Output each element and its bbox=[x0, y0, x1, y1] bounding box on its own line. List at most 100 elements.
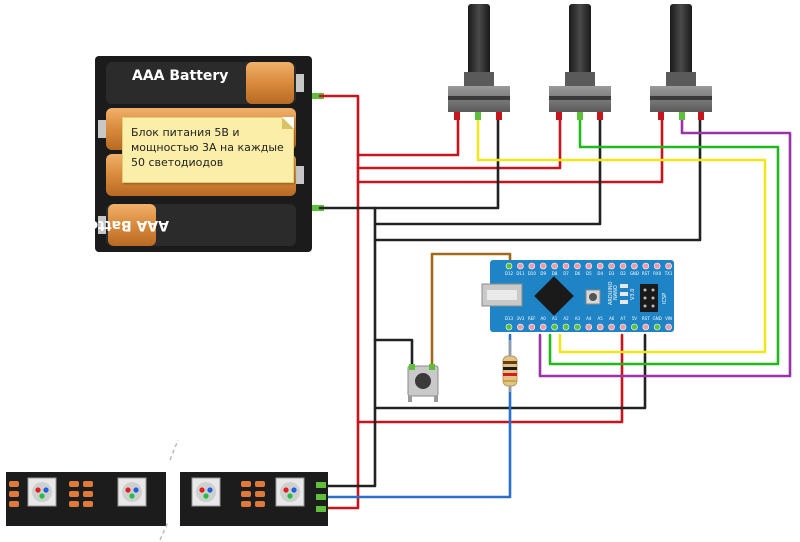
pin-d11[interactable] bbox=[517, 262, 524, 270]
pin-label: D7 bbox=[563, 271, 569, 276]
wires bbox=[318, 94, 792, 510]
pin-d9[interactable] bbox=[539, 262, 547, 270]
pin-a3[interactable] bbox=[574, 323, 581, 331]
pin-d8[interactable] bbox=[551, 262, 558, 270]
pin-gnd[interactable] bbox=[653, 323, 661, 331]
solder-pad bbox=[9, 481, 19, 487]
solder-pad bbox=[255, 491, 265, 497]
wire-purple bbox=[538, 116, 792, 378]
solder-pad bbox=[83, 481, 93, 487]
pin-d2[interactable] bbox=[619, 262, 627, 270]
pin-label: D13 bbox=[505, 316, 514, 321]
strip-pad-din bbox=[316, 494, 326, 500]
icsp-header bbox=[640, 284, 658, 312]
pin-label: A0 bbox=[541, 316, 547, 321]
pin-label: D2 bbox=[620, 271, 626, 276]
wire-red bbox=[356, 116, 562, 170]
reset-button[interactable] bbox=[589, 293, 597, 301]
board-label: ICSP bbox=[662, 293, 668, 304]
battery-terminal-negative bbox=[312, 205, 324, 211]
board-label: V3.0 bbox=[630, 289, 636, 300]
solder-pad bbox=[69, 501, 79, 507]
pin-label: A7 bbox=[620, 316, 626, 321]
pin-d6[interactable] bbox=[574, 262, 581, 270]
pin-a6[interactable] bbox=[608, 323, 615, 331]
solder-pad bbox=[241, 491, 251, 497]
pin-gnd[interactable] bbox=[631, 262, 638, 270]
solder-pad bbox=[9, 491, 19, 497]
rgb-led bbox=[191, 477, 221, 507]
pin-a5[interactable] bbox=[596, 323, 604, 331]
pin-label: REF bbox=[528, 316, 536, 321]
pin-d7[interactable] bbox=[562, 262, 570, 270]
pin-a4[interactable] bbox=[585, 323, 593, 331]
solder-pad bbox=[69, 491, 79, 497]
push-button[interactable] bbox=[407, 364, 439, 402]
pin-label: A6 bbox=[609, 316, 615, 321]
pin-label: D12 bbox=[505, 271, 514, 276]
led-strip bbox=[6, 439, 328, 541]
pin-rst[interactable] bbox=[642, 262, 650, 270]
pin-label: D3 bbox=[609, 271, 615, 276]
pin-label: D6 bbox=[575, 271, 581, 276]
wire-black bbox=[323, 406, 377, 488]
solder-pad bbox=[69, 481, 79, 487]
pin-label: A4 bbox=[586, 316, 592, 321]
pin-label: D11 bbox=[516, 271, 525, 276]
pin-label: A1 bbox=[552, 316, 558, 321]
pin-label: D10 bbox=[528, 271, 537, 276]
power-supply-note: Блок питания 5В и мощностью 3А на каждые… bbox=[122, 117, 294, 183]
pin-label: 3V3 bbox=[516, 316, 524, 321]
pin-rx0[interactable] bbox=[653, 262, 661, 270]
wire-black bbox=[373, 116, 500, 210]
pin-d12[interactable] bbox=[505, 262, 513, 270]
pin-3v3[interactable] bbox=[517, 323, 524, 331]
potentiometer[interactable] bbox=[549, 4, 611, 120]
pin-ref[interactable] bbox=[528, 323, 536, 331]
pin-d4[interactable] bbox=[596, 262, 604, 270]
pin-tx1[interactable] bbox=[665, 262, 672, 270]
wire-black bbox=[373, 338, 414, 374]
pin-label: D9 bbox=[540, 271, 546, 276]
battery-terminal-positive bbox=[312, 93, 324, 99]
battery-pack: AAA Battery AAA Battery bbox=[73, 56, 324, 252]
battery-cell: AAA Battery bbox=[106, 62, 304, 104]
rgb-led bbox=[275, 477, 305, 507]
pin-rst[interactable] bbox=[642, 323, 650, 331]
solder-pad bbox=[241, 501, 251, 507]
wire-yellow bbox=[476, 116, 767, 354]
pin-a7[interactable] bbox=[619, 323, 627, 331]
pin-label: D8 bbox=[552, 271, 558, 276]
pin-a0[interactable] bbox=[539, 323, 547, 331]
pin-d10[interactable] bbox=[528, 262, 536, 270]
strip-pad-gnd bbox=[316, 506, 326, 512]
solder-pad bbox=[9, 501, 19, 507]
potentiometer[interactable] bbox=[650, 4, 712, 120]
pin-a1[interactable] bbox=[551, 323, 558, 331]
board-label: ARDUINO bbox=[608, 281, 614, 305]
solder-pad bbox=[255, 501, 265, 507]
pin-label: GND bbox=[630, 271, 639, 276]
potentiometer[interactable] bbox=[448, 4, 510, 120]
pin-d5[interactable] bbox=[585, 262, 593, 270]
pin-d13[interactable] bbox=[505, 323, 513, 331]
wire-red bbox=[318, 94, 460, 157]
pin-label: RST bbox=[642, 271, 650, 276]
solder-pad bbox=[241, 481, 251, 487]
solder-pad bbox=[83, 491, 93, 497]
pin-label: A3 bbox=[575, 316, 581, 321]
strip-pad-5v bbox=[316, 482, 326, 488]
pin-a2[interactable] bbox=[562, 323, 570, 331]
pin-d3[interactable] bbox=[608, 262, 615, 270]
pin-vin[interactable] bbox=[665, 323, 672, 331]
rgb-led bbox=[117, 477, 147, 507]
resistor bbox=[502, 340, 518, 392]
wire-red bbox=[356, 180, 624, 424]
pin-label: A2 bbox=[563, 316, 569, 321]
battery-cell: AAA Battery bbox=[73, 204, 296, 246]
wire-blue bbox=[323, 333, 512, 499]
pin-label: RX0 bbox=[653, 271, 662, 276]
pin-5v[interactable] bbox=[631, 323, 638, 331]
